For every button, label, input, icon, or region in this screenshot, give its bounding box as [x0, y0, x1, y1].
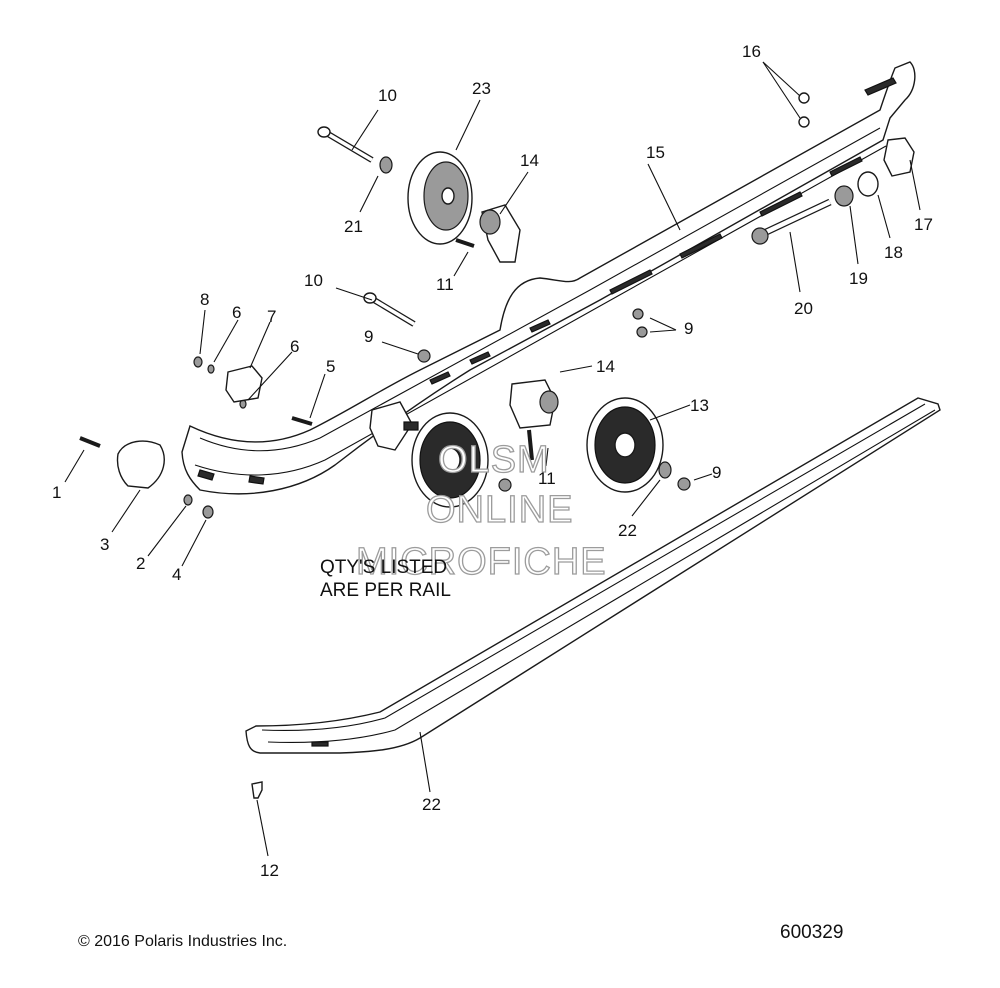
callout-18: 18: [884, 243, 903, 262]
watermark-line1: OLSM: [438, 439, 550, 481]
bolt-lower: [363, 292, 416, 327]
block-7: [225, 365, 263, 403]
screw-12: [251, 781, 263, 799]
callout-14-upper: 14: [520, 151, 539, 170]
callout-6-lower: 6: [290, 337, 299, 356]
callout-2: 2: [136, 554, 145, 573]
nut-9-right: [677, 477, 691, 491]
idler-wheel-right: [586, 397, 664, 493]
washer-6a: [207, 364, 215, 374]
callout-16: 16: [742, 42, 761, 61]
rear-bumper: [883, 137, 915, 177]
callout-11-lower: 11: [538, 469, 556, 488]
watermark-line2: ONLINE: [426, 489, 573, 531]
callout-9-left: 9: [364, 327, 373, 346]
nut-8: [193, 356, 203, 368]
bolt-upper: [317, 126, 374, 163]
washer-lower: [658, 461, 672, 479]
slide-rail: [181, 61, 916, 495]
watermark: OLSM ONLINE MICROFICHE: [355, 438, 607, 583]
callout-1: 1: [52, 483, 61, 502]
callout-8: 8: [200, 290, 209, 309]
quantity-note: QTY'S LISTED ARE PER RAIL: [320, 556, 451, 602]
callouts: 10 21 23 14 11 10 9 15 16 17 18 19 20 9 …: [52, 42, 933, 880]
callout-14-lower: 14: [596, 357, 615, 376]
axle-bushing-upper: [479, 204, 521, 263]
washer-upper: [379, 156, 393, 174]
callout-22-lower: 22: [618, 521, 637, 540]
callout-10-lower: 10: [304, 271, 323, 290]
callout-11-upper: 11: [436, 275, 454, 294]
rear-spacer: [857, 171, 879, 197]
bolt-5: [291, 416, 313, 426]
callout-22-upper: 21: [344, 217, 363, 236]
axle-bushing-lower: [509, 379, 559, 429]
callout-4: 4: [172, 565, 181, 584]
callout-9-right: 9: [712, 463, 721, 482]
quantity-note-line2: ARE PER RAIL: [320, 580, 451, 601]
callout-7: 7: [267, 307, 276, 326]
nut-wheel: [498, 478, 512, 492]
washer-2: [183, 494, 193, 506]
bolt-11-lower: [527, 429, 534, 461]
nut-4: [202, 505, 214, 519]
wear-strip: [245, 397, 941, 754]
watermark-line3: MICROFICHE: [356, 541, 607, 583]
quantity-note-line1: QTY'S LISTED: [320, 557, 448, 578]
callout-17: 17: [914, 215, 933, 234]
bolt-11-upper: [455, 238, 475, 248]
callout-15: 15: [646, 143, 665, 162]
callout-5: 5: [326, 357, 335, 376]
callout-10-upper: 10: [378, 86, 397, 105]
callout-9-center: 9: [684, 319, 693, 338]
nut-9-b: [636, 326, 648, 338]
upper-wheel: [407, 151, 473, 245]
callout-6-upper: 6: [232, 303, 241, 322]
bolt-16-a: [798, 92, 810, 104]
callout-12: 12: [260, 861, 279, 880]
callout-3: 3: [100, 535, 109, 554]
copyright-text: © 2016 Polaris Industries Inc.: [78, 933, 288, 950]
bolt-1: [79, 436, 101, 448]
nut-9-left: [417, 349, 431, 363]
callout-20: 20: [794, 299, 813, 318]
axle-bushing-front: [369, 401, 419, 451]
figure-number: 600329: [780, 922, 844, 943]
idler-wheel-left: [411, 412, 489, 508]
leader-lines: [64, 61, 921, 857]
bolt-16-b: [798, 116, 810, 128]
callout-21: 22: [422, 795, 441, 814]
callout-13: 13: [690, 396, 709, 415]
nut-9-a: [632, 308, 644, 320]
callout-23: 23: [472, 79, 491, 98]
callout-19: 19: [849, 269, 868, 288]
rear-long-bolt: [751, 198, 832, 245]
rear-nut: [834, 185, 854, 207]
bumper-3: [116, 440, 165, 489]
